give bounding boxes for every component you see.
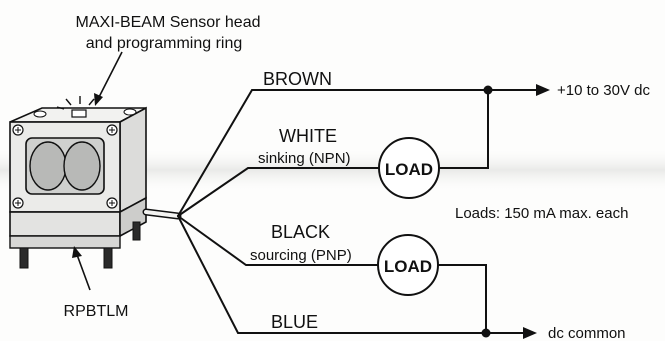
- white-wire-label: WHITE: [279, 126, 337, 146]
- load-rating-note: Loads: 150 mA max. each: [455, 205, 628, 222]
- screw-icon: [106, 124, 118, 136]
- screw-icon: [12, 197, 24, 209]
- base-callout-arrow: [72, 246, 91, 291]
- wire-bundle: [177, 84, 550, 339]
- base-callout-label: RPBTLM: [64, 303, 129, 320]
- white-wire: [177, 167, 381, 217]
- sensor-callout-line2: and programming ring: [86, 35, 243, 52]
- blue-wire-label: BLUE: [271, 312, 318, 332]
- screw-icon: [12, 124, 24, 136]
- sensor-head: [9, 96, 147, 214]
- upper-load-return: [438, 89, 489, 169]
- screw-icon: [106, 197, 118, 209]
- upper-load-label: LOAD: [385, 160, 433, 179]
- supply-junction-dot: [483, 85, 493, 95]
- supply-arrow-icon: [536, 84, 550, 96]
- common-terminal-label: dc common: [548, 325, 626, 341]
- common-arrow-icon: [523, 327, 537, 339]
- brown-wire: [177, 89, 537, 217]
- black-wire: [177, 215, 380, 266]
- lower-load-return: [437, 264, 487, 334]
- lower-load-label: LOAD: [384, 257, 432, 276]
- black-wire-sublabel: sourcing (PNP): [250, 247, 352, 264]
- lower-load: LOAD: [377, 234, 439, 296]
- black-wire-label: BLACK: [271, 222, 330, 242]
- upper-load: LOAD: [378, 137, 440, 199]
- common-junction-dot: [481, 328, 491, 338]
- sensor-callout-arrow: [94, 51, 123, 106]
- base-module: [9, 196, 182, 269]
- blue-wire: [177, 215, 524, 334]
- white-wire-sublabel: sinking (NPN): [258, 150, 351, 167]
- sensor-callout-line1: MAXI-BEAM Sensor head: [76, 14, 261, 31]
- supply-terminal-label: +10 to 30V dc: [557, 82, 650, 99]
- brown-wire-label: BROWN: [263, 69, 332, 89]
- indicator-glow-icon: [56, 96, 95, 110]
